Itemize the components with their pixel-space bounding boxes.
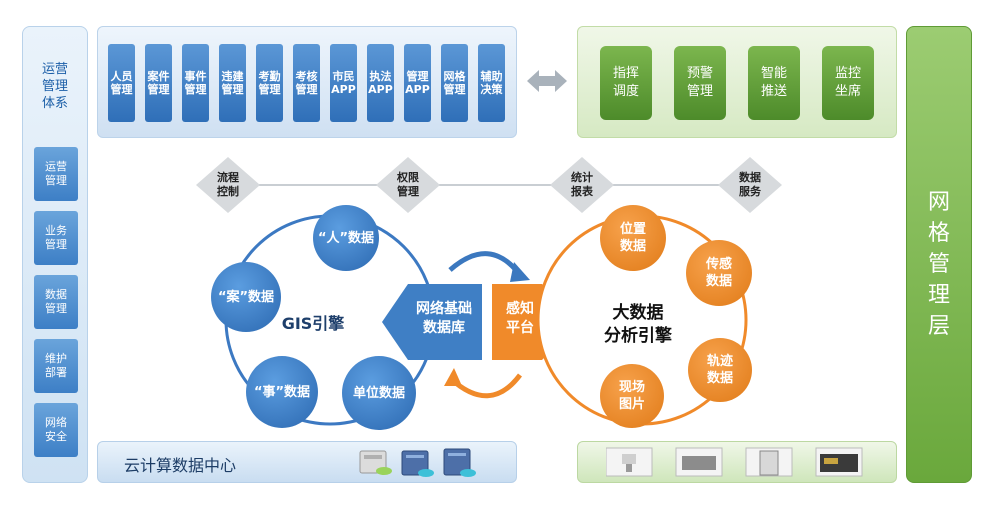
module-case: 案件管理 [145, 44, 172, 122]
bigdata-engine-label: 大数据 分析引擎 [604, 303, 672, 346]
module-decision-support: 辅助决策 [478, 44, 505, 122]
module-attendance: 考勤管理 [256, 44, 283, 122]
network-database-label: 网络基础 数据库 [416, 301, 472, 336]
module-event: 事件管理 [182, 44, 209, 122]
module-monitor-seat: 监控 坐席 [822, 46, 874, 120]
module-warning: 预警 管理 [674, 46, 726, 120]
module-illegal-building: 违建管理 [219, 44, 246, 122]
cloud-data-center-bar: 云计算数据中心 [97, 441, 517, 483]
diamond-connector-row [196, 157, 782, 213]
node-track-data: 轨迹 数据 [688, 338, 752, 402]
node-unit-data: 单位数据 [342, 356, 416, 430]
gis-engine-label: GIS引擎 [281, 314, 345, 333]
left-item-business: 业务 管理 [34, 211, 78, 265]
node-scene-photo: 现场 图片 [600, 364, 664, 428]
diamond-data-service: 数据 服务 [739, 171, 761, 198]
cloud-data-center-label: 云计算数据中心 [124, 456, 237, 475]
module-grid: 网格管理 [441, 44, 468, 122]
module-management-app: 管理APP [404, 44, 431, 122]
module-command-dispatch: 指挥 调度 [600, 46, 652, 120]
node-location-data: 位置 数据 [600, 205, 666, 271]
operations-system-panel: 运营 管理 体系 运营 管理 业务 管理 数据 管理 维护 部署 网络 安全 [22, 26, 88, 483]
diamond-permission-management: 权限 管理 [397, 171, 419, 198]
module-citizen-app: 市民APP [330, 44, 357, 122]
node-sensor-data: 传感 数据 [686, 240, 752, 306]
server-icons [359, 448, 476, 477]
sensing-devices-bar [577, 441, 897, 483]
left-item-data: 数据 管理 [34, 275, 78, 329]
grid-management-layer-title: 网 格 管 理 层 [927, 190, 950, 339]
grid-management-layer: 网 格 管 理 层 [906, 26, 972, 483]
module-enforcement-app: 执法APP [367, 44, 394, 122]
module-personnel: 人员管理 [108, 44, 135, 122]
sensing-platform-label: 感知 平台 [506, 301, 534, 336]
diamond-process-control: 流程 控制 [217, 171, 239, 198]
left-item-network-security: 网络 安全 [34, 403, 78, 457]
device-icons [606, 447, 863, 477]
node-event-data: “事”数据 [246, 356, 318, 428]
node-case-data: “案”数据 [211, 262, 281, 332]
module-smart-push: 智能 推送 [748, 46, 800, 120]
module-assessment: 考核管理 [293, 44, 320, 122]
diamond-statistics-report: 统计 报表 [571, 171, 593, 198]
double-arrow-icon [527, 70, 567, 92]
left-item-maintenance: 维护 部署 [34, 339, 78, 393]
left-item-operations: 运营 管理 [34, 147, 78, 201]
operations-system-title: 运营 管理 体系 [41, 62, 68, 111]
node-person-data: “人”数据 [313, 205, 379, 271]
